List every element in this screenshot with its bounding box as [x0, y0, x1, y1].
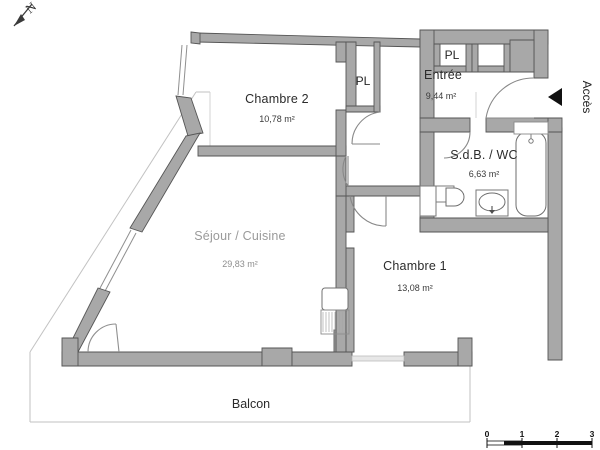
- wall-chambre2-right: [335, 109, 347, 157]
- wall-corner-bottomleft: [61, 337, 79, 367]
- window-balcony-right: [351, 355, 405, 362]
- kitchen-counter: [320, 309, 350, 335]
- wall-chambre2-right-upper: [335, 41, 347, 63]
- scale-label-1: 1: [520, 429, 525, 439]
- sdb-small-closet: [419, 185, 437, 217]
- room-label-chambre-1: Chambre 1: [383, 259, 447, 273]
- wall-right-exterior: [547, 127, 563, 361]
- wall-entree-right: [533, 29, 549, 79]
- door-arc-chambre2: [351, 111, 381, 145]
- scale-bar: 0 1 2 3: [485, 429, 595, 448]
- closet-labels: PL PL: [356, 48, 460, 88]
- wall-pl-entree-right: [465, 43, 473, 73]
- door-leaf-balcony: [115, 323, 120, 353]
- door-arc-balcony: [87, 323, 117, 353]
- wall-pl-chambre2-left: [345, 41, 357, 113]
- wall-pl-entree-right2: [503, 43, 511, 73]
- wall-bottom-kitchen-base: [291, 351, 353, 367]
- washbasin-arrow: [489, 210, 495, 214]
- wall-pl-chambre2-right: [373, 41, 381, 113]
- wall-pl-entree-bottom2: [477, 65, 505, 73]
- access-marker: Accès: [548, 81, 594, 114]
- room-area-sdb-wc: 6,63 m²: [469, 169, 500, 179]
- room-label-sdb-wc: S.d.B. / WC: [450, 148, 518, 162]
- scale-label-2: 2: [555, 429, 560, 439]
- balcony-outline: [29, 91, 471, 423]
- door-arc-chambre1: [349, 195, 387, 227]
- window-left-mid-inner: [103, 232, 137, 294]
- scale-segment-0-fill: [504, 441, 522, 445]
- access-arrow-icon: [548, 88, 562, 106]
- room-area-chambre-1: 13,08 m²: [397, 283, 433, 293]
- wall-sejour-right: [335, 155, 347, 197]
- door-swings: [342, 77, 535, 227]
- room-area-chambre-2: 10,78 m²: [259, 114, 295, 124]
- room-area-entree: 9,44 m²: [426, 91, 457, 101]
- wall-corner-bottomright: [457, 337, 473, 367]
- bathtub-ledge: [513, 121, 549, 135]
- wall-entree-nook: [509, 39, 535, 73]
- door-arc-sdb: [443, 131, 471, 159]
- wall-left-mid-thick: [129, 132, 201, 233]
- fixtures: [320, 121, 549, 335]
- scale-label-3: 3: [590, 429, 595, 439]
- room-area-sejour-cuisine: 29,83 m²: [222, 259, 258, 269]
- access-label: Accès: [580, 81, 594, 114]
- wall-chambre1-top: [339, 185, 421, 197]
- outdoor-label-balcon: Balcon: [232, 397, 270, 411]
- wall-pl-entree-divider: [471, 43, 479, 73]
- wall-bottom-left: [61, 351, 263, 367]
- room-label-entree: Entrée: [424, 68, 462, 82]
- wall-bottom-kitchen-left: [261, 347, 293, 367]
- window-left-top-inner: [182, 44, 188, 96]
- closet-label-chambre-2: PL: [356, 74, 371, 88]
- room-label-sejour-cuisine: Séjour / Cuisine: [194, 229, 285, 243]
- scale-label-0: 0: [485, 429, 490, 439]
- closet-label-entree: PL: [445, 48, 460, 62]
- door-arc-entree: [485, 77, 535, 119]
- door-arc-sejour: [342, 155, 349, 187]
- kitchen-sink-icon: [321, 287, 349, 311]
- wall-left-upper-thick: [175, 95, 204, 137]
- wall-sejour-chambre2: [197, 145, 347, 157]
- wall-sdb-top-left: [419, 117, 471, 133]
- north-arrow-head: [14, 14, 25, 26]
- window-left-mid-outer: [98, 229, 132, 291]
- room-labels: Chambre 2 10,78 m² Entrée 9,44 m² S.d.B.…: [194, 68, 517, 293]
- window-left-top-outer: [177, 44, 183, 96]
- bathtub-icon: [515, 131, 547, 217]
- wall-sdb-bottom: [419, 217, 549, 233]
- walls: [61, 29, 563, 367]
- wall-corner-topleft: [190, 31, 201, 45]
- kitchen-hatching: [322, 312, 348, 332]
- room-label-chambre-2: Chambre 2: [245, 92, 309, 106]
- wc-bowl-icon: [445, 187, 465, 207]
